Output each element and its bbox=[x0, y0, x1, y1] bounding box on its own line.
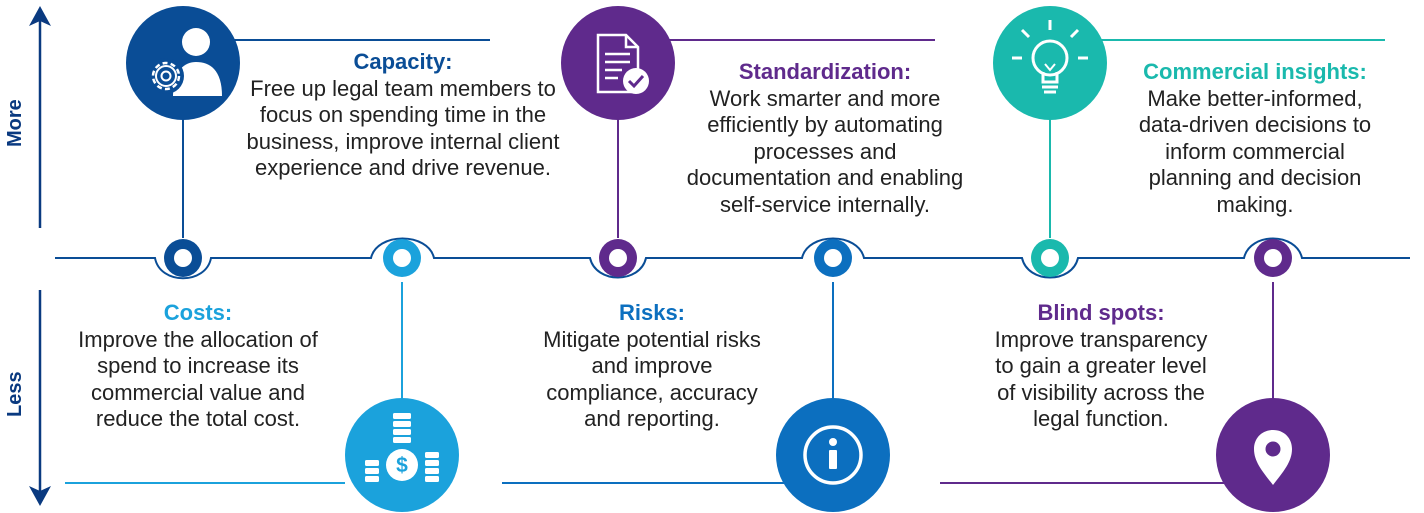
risks-node bbox=[814, 239, 852, 277]
costs-description: Improve the allocation of spend to incre… bbox=[78, 326, 318, 432]
coin-stacks-dollar-icon: $ bbox=[345, 398, 459, 512]
blindspots-node bbox=[1254, 239, 1292, 277]
axis-up-arrowhead bbox=[29, 6, 51, 26]
info-icon bbox=[776, 398, 890, 512]
location-pin-icon bbox=[1216, 398, 1330, 512]
commercial-insights-description: Make better-informed, data-driven decisi… bbox=[1138, 85, 1372, 217]
capacity-description: Free up legal team members to focus on s… bbox=[246, 75, 560, 181]
axis-label-less: Less bbox=[4, 371, 26, 417]
commercial-node bbox=[1031, 239, 1069, 277]
more-less-axis bbox=[29, 6, 51, 506]
risks-description: Mitigate potential risks and improve com… bbox=[543, 326, 761, 432]
capacity-title: Capacity: bbox=[353, 49, 453, 74]
capacity-block: Capacity: Free up legal team members to … bbox=[238, 49, 568, 182]
commercial-insights-block: Commercial insights: Make better-informe… bbox=[1110, 59, 1400, 218]
costs-title: Costs: bbox=[163, 300, 233, 325]
person-gear-icon bbox=[126, 6, 240, 120]
svg-text:$: $ bbox=[396, 454, 408, 477]
timeline-wave bbox=[55, 237, 1410, 280]
risks-block: Risks: Mitigate potential risks and impr… bbox=[530, 300, 774, 433]
standardization-title: Standardization: bbox=[738, 59, 912, 84]
commercial-insights-title: Commercial insights: bbox=[1143, 59, 1367, 84]
lightbulb-icon bbox=[993, 6, 1107, 120]
risks-title: Risks: bbox=[618, 300, 686, 325]
costs-node bbox=[383, 239, 421, 277]
axis-down-arrowhead bbox=[29, 486, 51, 506]
costs-block: Costs: Improve the allocation of spend t… bbox=[62, 300, 334, 433]
document-check-icon bbox=[561, 6, 675, 120]
standardization-description: Work smarter and more efficiently by aut… bbox=[686, 85, 964, 217]
blind-spots-description: Improve transparency to gain a greater l… bbox=[994, 326, 1208, 432]
blind-spots-block: Blind spots: Improve transparency to gai… bbox=[966, 300, 1236, 433]
capacity-node bbox=[164, 239, 202, 277]
standardization-block: Standardization: Work smarter and more e… bbox=[662, 59, 988, 218]
blind-spots-title: Blind spots: bbox=[1037, 300, 1165, 325]
axis-label-more: More bbox=[4, 99, 26, 147]
standardization-node bbox=[599, 239, 637, 277]
